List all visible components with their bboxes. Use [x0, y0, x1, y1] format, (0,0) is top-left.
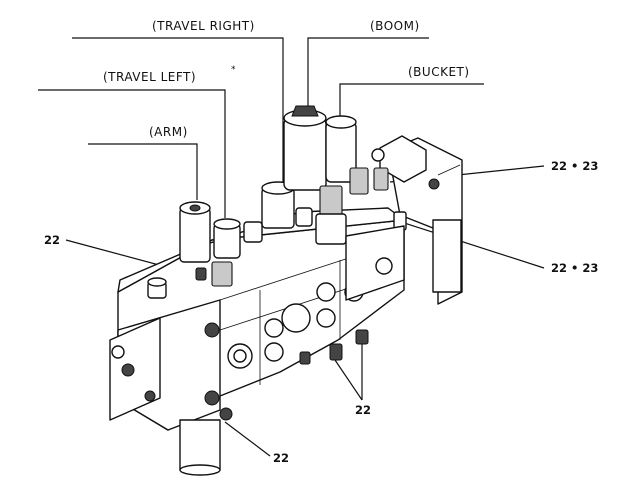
callout-right-lower: 22 • 23	[551, 261, 598, 275]
leader-lines	[38, 37, 545, 457]
callout-right-upper: 22 • 23	[551, 159, 598, 173]
label-travel-right: (TRAVEL RIGHT)	[152, 19, 255, 33]
label-bucket: (BUCKET)	[408, 65, 470, 79]
label-arm: (ARM)	[149, 125, 188, 139]
control-valve-assembly-drawing	[109, 105, 463, 476]
callout-bottom-left: 22	[273, 451, 289, 465]
label-boom: (BOOM)	[370, 19, 420, 33]
label-travel-left-mark: *	[231, 65, 236, 75]
callout-bottom-middle: 22	[355, 403, 371, 417]
callout-left: 22	[44, 233, 60, 247]
label-travel-left: (TRAVEL LEFT)	[103, 70, 196, 84]
